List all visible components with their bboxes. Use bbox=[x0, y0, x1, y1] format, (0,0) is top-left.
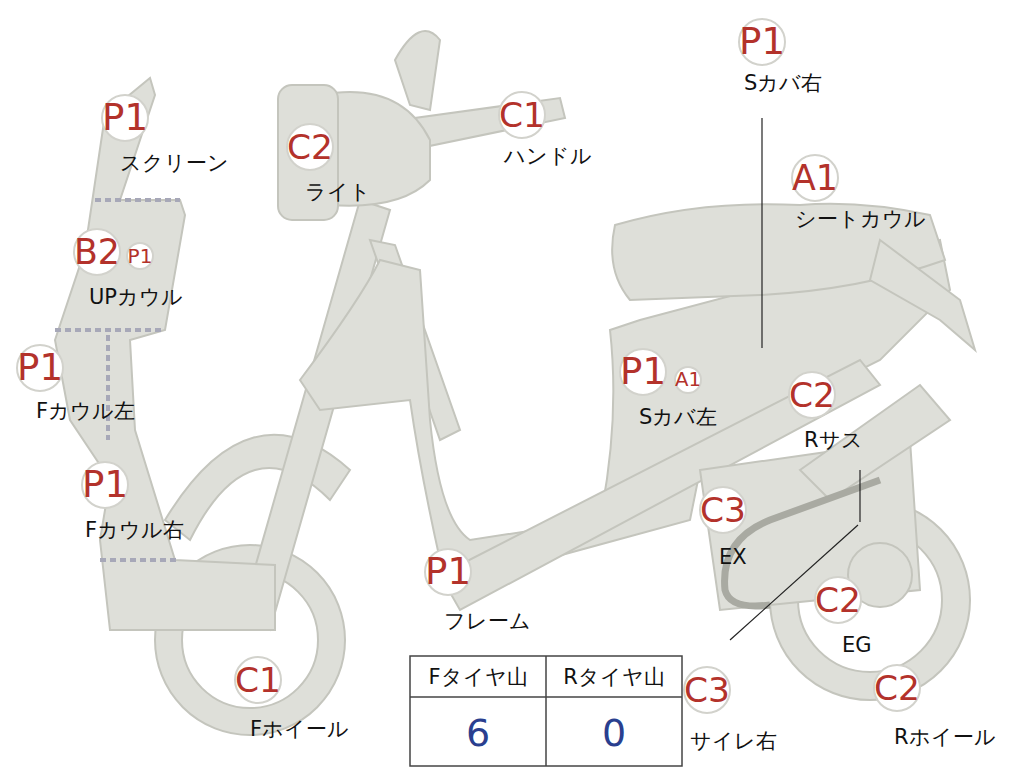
table-header: Rタイヤ山 bbox=[563, 667, 665, 688]
callout-node: A1シートカウル bbox=[791, 154, 839, 202]
callout-node: C1ハンドル bbox=[498, 91, 546, 139]
table-value: 0 bbox=[602, 714, 626, 752]
callout-circle: P1 bbox=[101, 94, 149, 142]
callout-circle: P1 bbox=[81, 461, 129, 509]
tail bbox=[870, 240, 975, 350]
part-name: Fホイール bbox=[250, 718, 349, 741]
bike-body bbox=[55, 31, 975, 735]
callout-code: P1 bbox=[102, 99, 148, 136]
table-value: 6 bbox=[466, 714, 490, 752]
callout-code: P1 bbox=[620, 353, 666, 390]
callout-node: C2EG bbox=[814, 576, 862, 624]
callout-node: P1Sカバ左 bbox=[619, 348, 667, 396]
table-frame bbox=[410, 656, 682, 766]
part-name: Rサス bbox=[804, 429, 863, 452]
part-name: ライト bbox=[305, 181, 371, 204]
split-line bbox=[106, 335, 110, 440]
front-cowl bbox=[55, 78, 275, 630]
callout-node: P1 bbox=[126, 242, 154, 270]
table-rule bbox=[545, 656, 547, 766]
leader-lines bbox=[730, 118, 860, 640]
callout-circle: C1 bbox=[498, 91, 546, 139]
callout-circle: B2 bbox=[73, 228, 121, 276]
callout-node: P1スクリーン bbox=[101, 94, 149, 142]
callout-circle: P1 bbox=[16, 344, 64, 392]
part-name: シートカウル bbox=[795, 208, 926, 231]
callout-node: P1Fカウル右 bbox=[81, 461, 129, 509]
callout-code: C2 bbox=[874, 671, 920, 705]
callout-circle: C2 bbox=[814, 576, 862, 624]
callout-circle: C3 bbox=[683, 666, 731, 714]
callout-code: P1 bbox=[128, 246, 153, 266]
callout-node: P1Fカウル左 bbox=[16, 344, 64, 392]
part-name: ハンドル bbox=[504, 145, 592, 168]
split-line bbox=[55, 328, 165, 332]
tire-table bbox=[410, 656, 682, 766]
leader-line bbox=[761, 118, 762, 348]
callout-code: B2 bbox=[74, 235, 120, 270]
callout-code: C3 bbox=[684, 673, 730, 707]
callout-node: C3サイレ右 bbox=[683, 666, 731, 714]
part-name: Rホイール bbox=[894, 726, 996, 749]
leader-line bbox=[859, 470, 860, 522]
callout-code: P1 bbox=[82, 466, 128, 503]
callout-code: C2 bbox=[287, 130, 333, 164]
callout-code: C1 bbox=[235, 663, 281, 697]
callout-circle: P1 bbox=[738, 18, 786, 66]
part-name: フレーム bbox=[444, 610, 531, 633]
part-name: Sカバ右 bbox=[744, 72, 822, 95]
callout-code: P1 bbox=[425, 553, 471, 590]
callout-code: C2 bbox=[815, 583, 861, 617]
cowl-split-lines bbox=[55, 200, 180, 560]
callout-circle: C1 bbox=[234, 656, 282, 704]
part-name: UPカウル bbox=[89, 286, 183, 309]
callout-node: C2Rサス bbox=[788, 371, 836, 419]
mirror bbox=[395, 31, 440, 110]
table-header: Fタイヤ山 bbox=[428, 667, 527, 688]
part-name: EG bbox=[842, 634, 872, 657]
callout-node: C2ライト bbox=[286, 123, 334, 171]
part-name: Sカバ左 bbox=[639, 406, 717, 429]
callout-node: A1 bbox=[674, 366, 702, 394]
callout-node: P1Sカバ右 bbox=[738, 18, 786, 66]
part-name: EX bbox=[719, 546, 747, 569]
callout-circle: A1 bbox=[791, 154, 839, 202]
part-name: Fカウル左 bbox=[36, 400, 135, 423]
callout-code: A1 bbox=[675, 370, 701, 390]
callout-circle: C2 bbox=[873, 664, 921, 712]
callout-circle: P1 bbox=[126, 242, 154, 270]
callout-code: C1 bbox=[499, 98, 545, 132]
split-line bbox=[95, 198, 180, 202]
callout-node: C1Fホイール bbox=[234, 656, 282, 704]
callout-circle: C2 bbox=[286, 123, 334, 171]
callout-code: P1 bbox=[739, 23, 785, 60]
part-name: スクリーン bbox=[120, 152, 229, 175]
callout-node: B2UPカウル bbox=[73, 228, 121, 276]
callout-circle: C2 bbox=[788, 371, 836, 419]
callout-code: C2 bbox=[789, 378, 835, 412]
callout-code: A1 bbox=[792, 161, 838, 196]
part-name: Fカウル右 bbox=[85, 519, 184, 542]
part-name: サイレ右 bbox=[690, 730, 777, 753]
callout-code: C3 bbox=[700, 493, 746, 527]
callout-circle: P1 bbox=[424, 548, 472, 596]
callout-node: C2Rホイール bbox=[873, 664, 921, 712]
callout-circle: A1 bbox=[674, 366, 702, 394]
callout-circle: C3 bbox=[699, 486, 747, 534]
callout-node: P1フレーム bbox=[424, 548, 472, 596]
callout-node: C3EX bbox=[699, 486, 747, 534]
callout-code: P1 bbox=[17, 349, 63, 386]
split-line bbox=[100, 558, 178, 562]
callout-circle: P1 bbox=[619, 348, 667, 396]
